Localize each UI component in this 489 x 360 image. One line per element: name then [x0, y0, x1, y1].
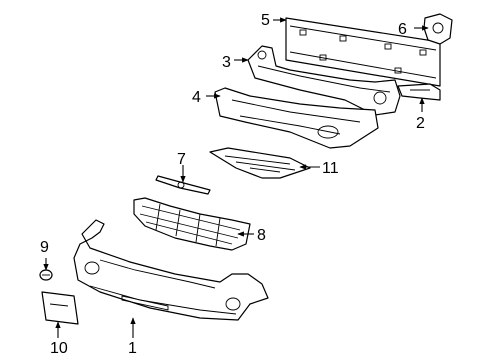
callout-8: 8	[257, 227, 266, 244]
leader-lines	[43, 17, 429, 338]
callout-6: 6	[398, 21, 407, 38]
side-bracket	[397, 83, 441, 101]
callout-9: 9	[40, 239, 49, 256]
callout-3: 3	[222, 54, 231, 71]
front-bumper-cover	[73, 219, 269, 321]
callout-2: 2	[416, 115, 425, 132]
impact-bar	[285, 17, 441, 87]
lower-air-deflector	[209, 147, 311, 179]
reinforcement-bracket	[423, 13, 453, 45]
tow-hook-cap	[39, 269, 53, 281]
grille	[133, 197, 251, 251]
license-plate-bracket	[41, 291, 79, 325]
upper-mount-bracket	[247, 45, 401, 116]
callout-11: 11	[322, 160, 339, 177]
callout-10: 10	[50, 340, 68, 357]
callout-5: 5	[261, 12, 270, 29]
callout-7: 7	[177, 151, 186, 168]
callout-1: 1	[128, 340, 137, 357]
callout-4: 4	[192, 89, 201, 106]
energy-absorber	[214, 87, 379, 149]
